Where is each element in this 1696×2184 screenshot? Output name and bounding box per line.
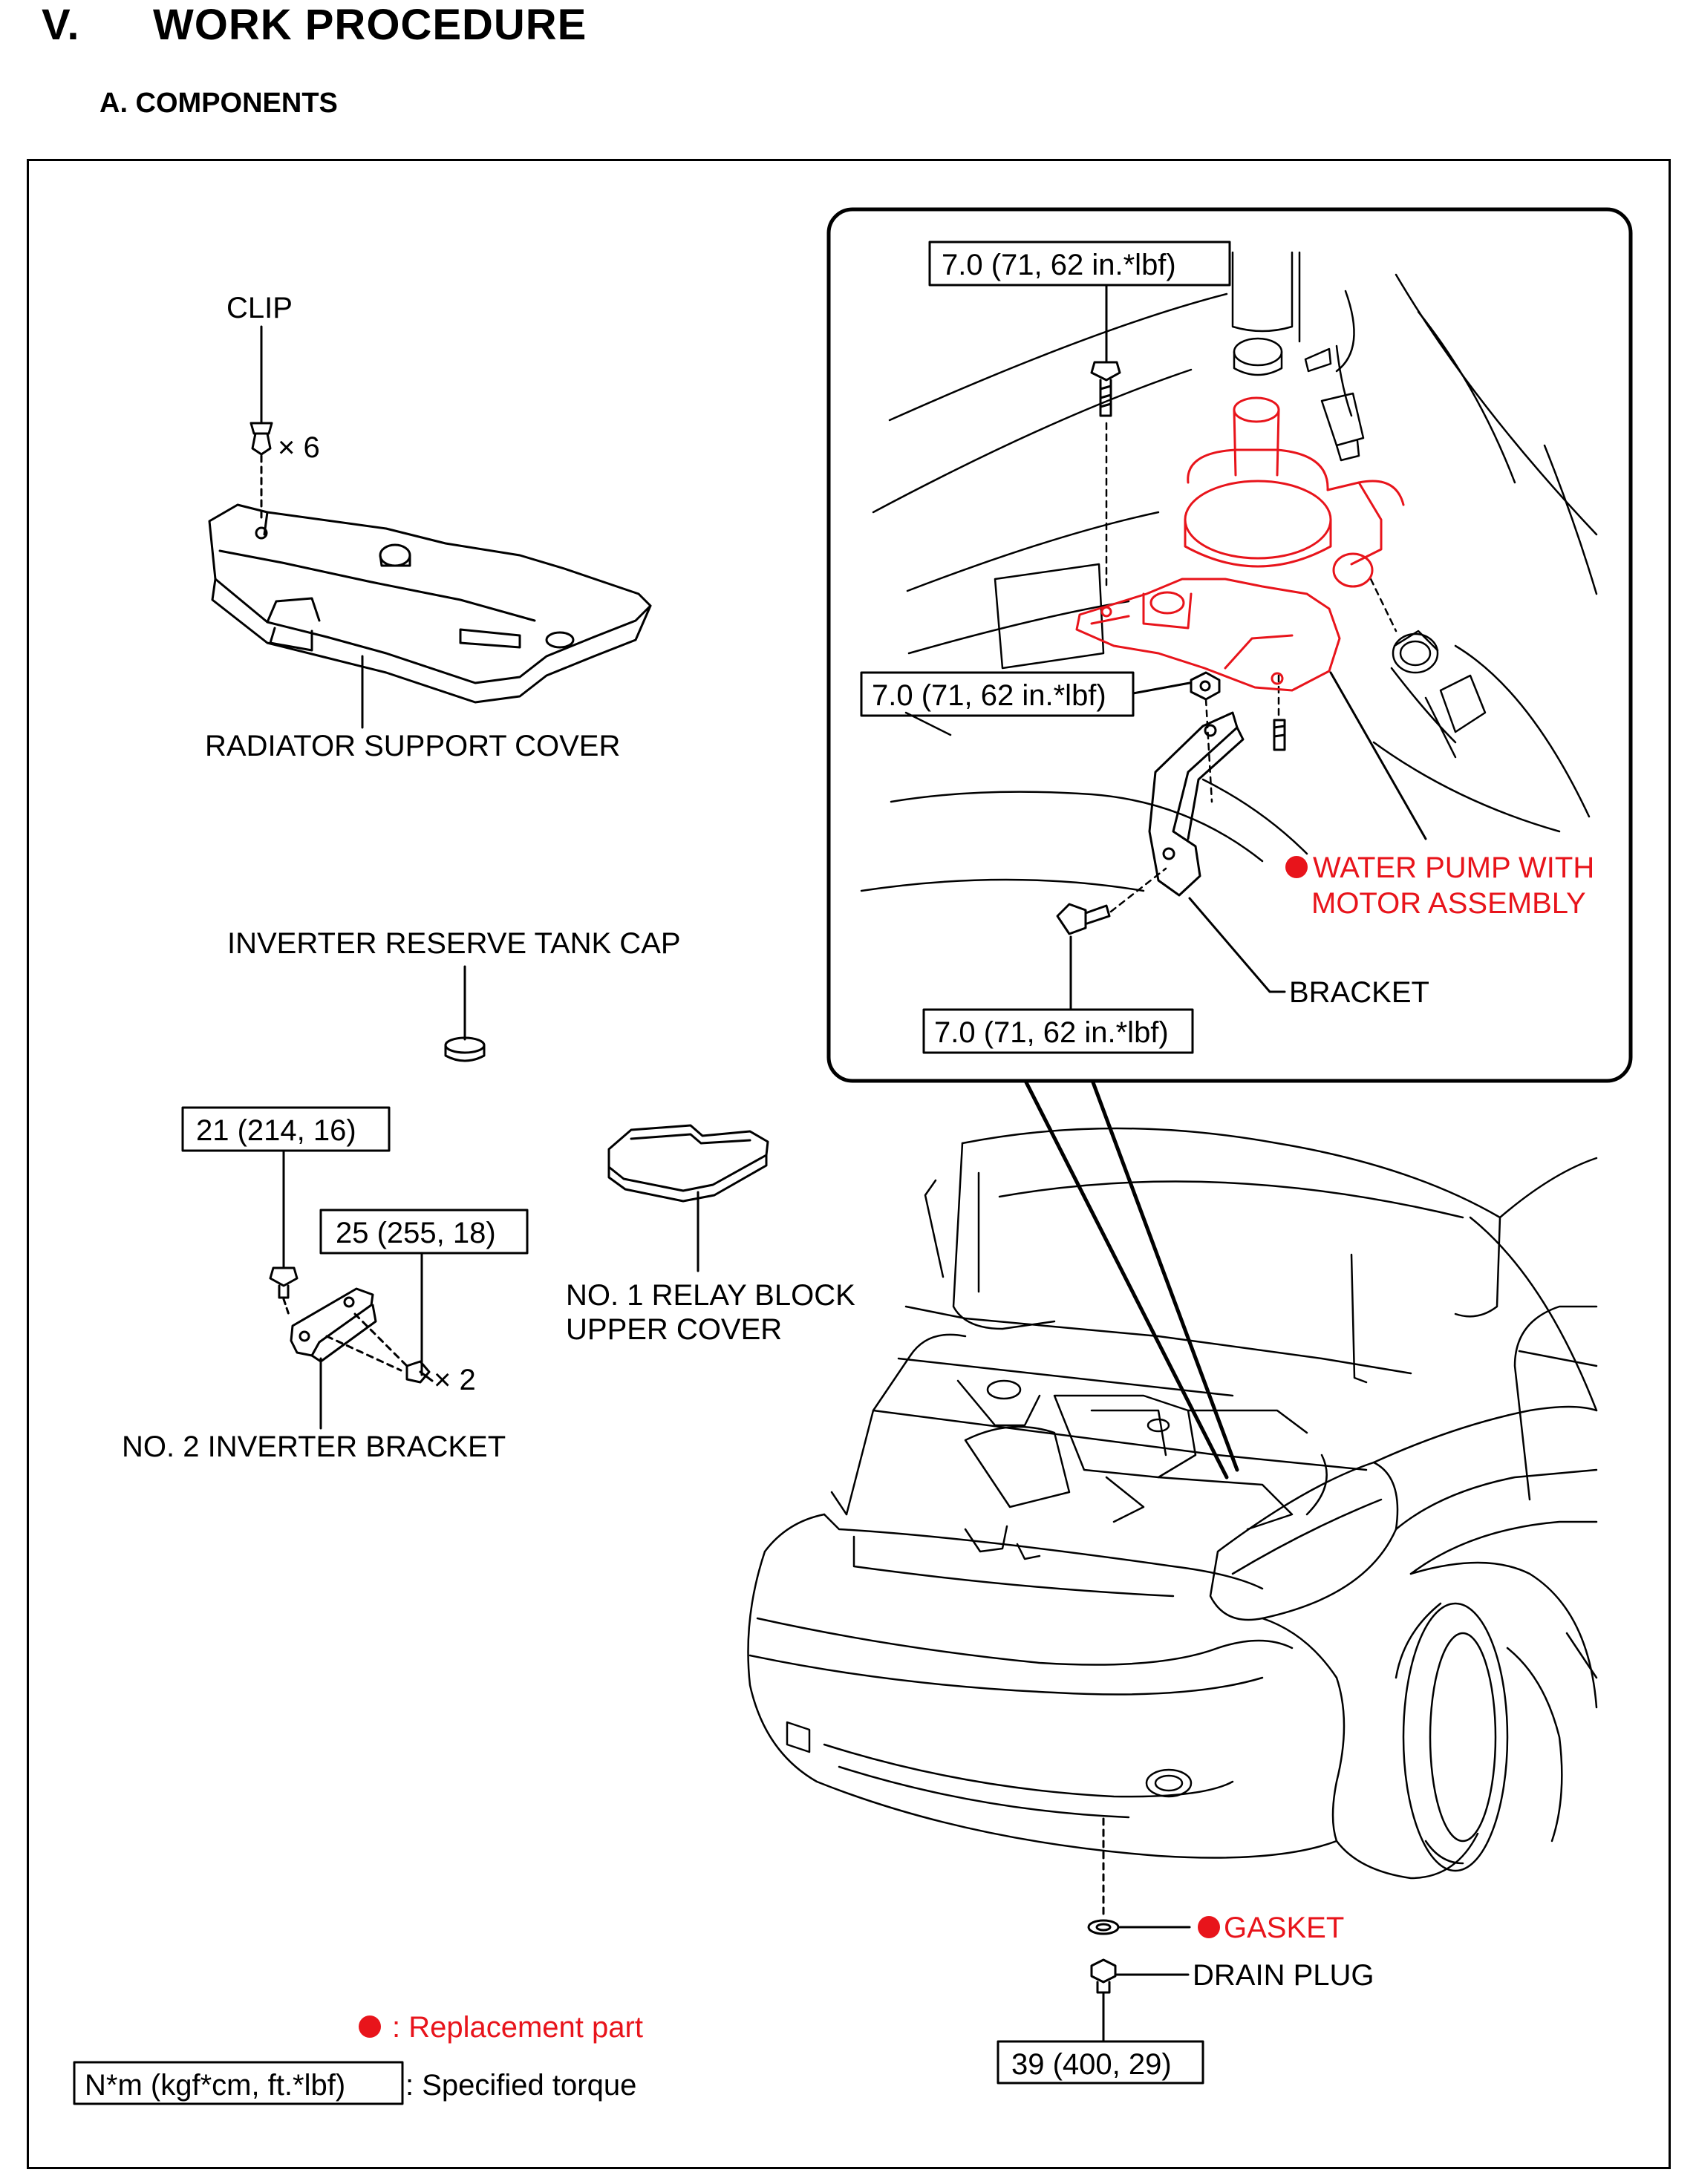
legend-torque-box [73, 2061, 404, 2105]
torque-25-box [319, 1209, 529, 1255]
clip-label: CLIP [226, 292, 293, 324]
callout-box [826, 207, 1633, 1083]
callout-pointer-left [1024, 1080, 1229, 1480]
callout-pointer-right [1091, 1080, 1239, 1472]
bolt-icon [405, 1360, 434, 1384]
legend-torque-box-label: N*m (kgf*cm, ft.*lbf) [85, 2069, 345, 2102]
torque-7-mid-label: 7.0 (71, 62 in.*lbf) [872, 679, 1106, 712]
bolt-icon [1056, 903, 1111, 935]
torque-39-box [997, 2040, 1204, 2085]
pump-connector-drawing [1304, 344, 1365, 462]
clip-icon [249, 422, 273, 456]
section-heading: V. WORK PROCEDURE [42, 0, 587, 50]
replacement-dot-icon [1285, 856, 1308, 878]
legend-replacement-text: : Replacement part [392, 2011, 643, 2044]
section-title: WORK PROCEDURE [153, 1, 587, 49]
bracket-label-leader [1188, 897, 1286, 993]
water-pump-label-line1: WATER PUMP WITH [1313, 851, 1594, 884]
hose-clamp-drawing [1233, 337, 1487, 733]
water-pump-label-line2: MOTOR ASSEMBLY [1311, 887, 1586, 920]
gasket-icon [1087, 1919, 1120, 1935]
vehicle-drawing [747, 1127, 1598, 1880]
torque-7-top-label: 7.0 (71, 62 in.*lbf) [942, 249, 1176, 281]
no2-inverter-bracket-drawing [290, 1287, 377, 1363]
bracket-label: BRACKET [1289, 976, 1429, 1009]
replacement-dot-icon [1198, 1916, 1220, 1938]
torque-39-label: 39 (400, 29) [1011, 2048, 1172, 2081]
inverter-reserve-tank-cap-label: INVERTER RESERVE TANK CAP [227, 927, 681, 960]
replacement-dot-icon [359, 2015, 381, 2038]
bolt-icon [1090, 361, 1121, 417]
pump-bracket-drawing [1148, 711, 1245, 897]
cap-icon [444, 1036, 486, 1062]
nut-icon [1190, 671, 1221, 701]
section-number: V. [42, 1, 80, 49]
legend-torque-text: : Specified torque [405, 2069, 636, 2102]
relay-block-label-line1: NO. 1 RELAY BLOCK [566, 1279, 855, 1312]
diagram-frame [27, 159, 1671, 2169]
gasket-label: GASKET [1224, 1912, 1344, 1944]
torque-7-top-box [928, 241, 1231, 287]
torque-7-mid-leader [1132, 681, 1191, 695]
torque-7-bottom-label: 7.0 (71, 62 in.*lbf) [934, 1016, 1169, 1049]
relay-block-cover-drawing [607, 1124, 769, 1203]
no2-inverter-bracket-label: NO. 2 INVERTER BRACKET [122, 1431, 506, 1463]
subsection-heading: A. COMPONENTS [100, 88, 338, 119]
torque-21-label: 21 (214, 16) [196, 1114, 356, 1147]
torque-21-box [181, 1106, 391, 1152]
drain-plug-label: DRAIN PLUG [1193, 1959, 1374, 1992]
clip-quantity: × 6 [278, 431, 320, 464]
radiator-support-cover-drawing [208, 503, 652, 704]
drain-plug-icon [1090, 1958, 1117, 1994]
radiator-support-cover-label: RADIATOR SUPPORT COVER [205, 730, 620, 762]
bolt-quantity: × 2 [434, 1364, 476, 1396]
relay-block-label-line2: UPPER COVER [566, 1313, 782, 1346]
water-pump-leader [1329, 671, 1427, 840]
water-pump-drawing [1075, 396, 1405, 692]
stud-icon [1273, 719, 1286, 751]
torque-25-label: 25 (255, 18) [336, 1217, 496, 1249]
torque-7-bottom-box [922, 1008, 1194, 1054]
bolt-icon [269, 1266, 299, 1299]
engine-bay-background [860, 251, 1598, 892]
